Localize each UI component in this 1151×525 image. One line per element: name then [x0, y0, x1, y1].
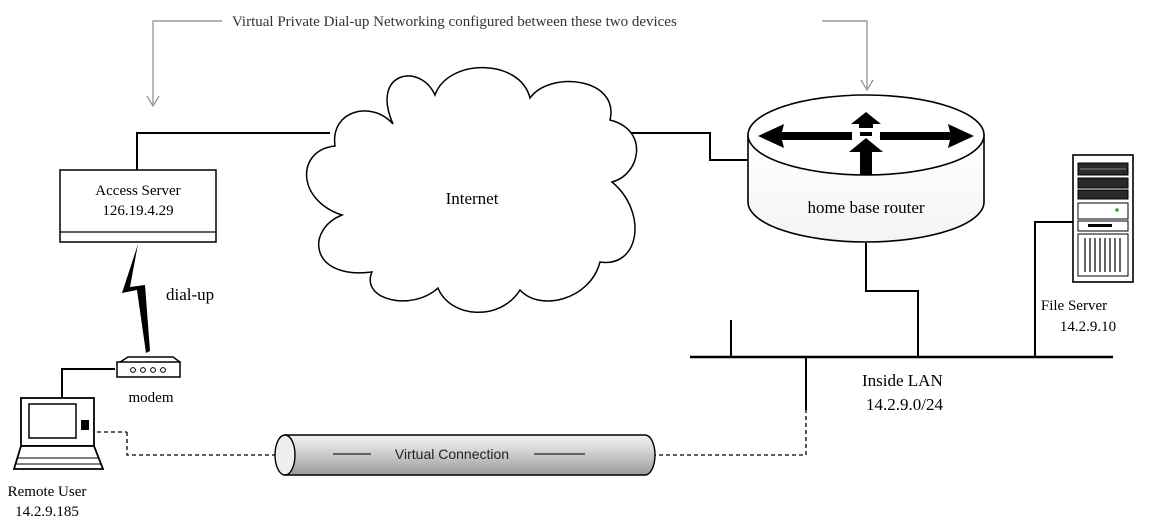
access-server-ip: 126.19.4.29 [102, 203, 173, 219]
access-server: Access Server 126.19.4.29 [59, 169, 217, 243]
link-modem-laptop [61, 368, 115, 398]
router-icon: home base router [747, 94, 985, 243]
file-server-icon [1072, 154, 1134, 283]
links [61, 132, 1073, 410]
link-access-internet [136, 132, 330, 170]
tunnel-dashes [97, 410, 807, 456]
virtual-connection-tunnel: Virtual Connection [274, 434, 656, 476]
internet-cloud-icon: Internet [305, 66, 638, 314]
file-server-ip: 14.2.9.10 [1060, 319, 1116, 335]
lan-name: Inside LAN [862, 371, 943, 390]
access-server-name: Access Server [95, 183, 180, 199]
router-label: home base router [807, 198, 924, 217]
modem-icon [115, 356, 181, 378]
banner-arrow-right [822, 20, 874, 92]
link-internet-router [628, 132, 748, 161]
file-server-name: File Server [1041, 298, 1107, 314]
link-router-lan [865, 243, 919, 357]
lan-subnet: 14.2.9.0/24 [866, 395, 943, 414]
banner: Virtual Private Dial-up Networking confi… [146, 14, 874, 108]
banner-text: Virtual Private Dial-up Networking confi… [232, 14, 677, 30]
laptop-icon [12, 397, 105, 470]
link-fileserver-lan [1034, 221, 1073, 357]
internet-label: Internet [446, 189, 499, 208]
remote-user-name: Remote User [8, 484, 87, 500]
dialup-label: dial-up [166, 285, 214, 304]
tunnel-label: Virtual Connection [395, 446, 509, 462]
dialup-bolt-icon [122, 244, 150, 353]
banner-arrow-left [146, 20, 222, 108]
modem-label: modem [129, 390, 174, 406]
remote-user-ip: 14.2.9.185 [15, 504, 79, 520]
